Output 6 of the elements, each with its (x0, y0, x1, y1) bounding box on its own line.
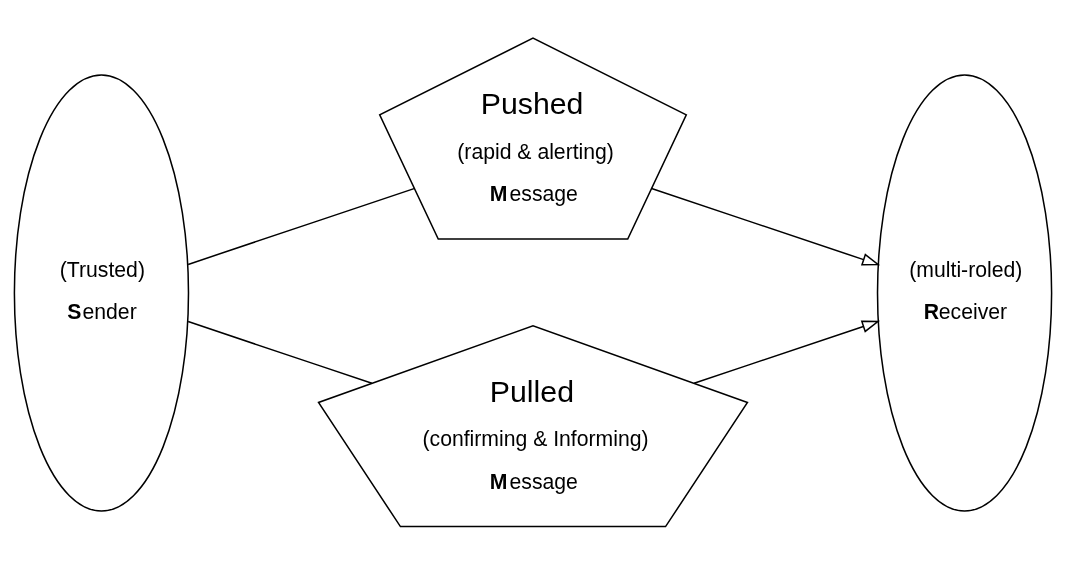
arrow (650, 187, 881, 265)
node-ellipse: (Trusted) Sender (13, 73, 190, 512)
node-ellipse: (multi-roled) Receiver (876, 73, 1053, 512)
connector (187, 187, 415, 265)
arrow (693, 320, 881, 384)
connector (187, 320, 373, 384)
